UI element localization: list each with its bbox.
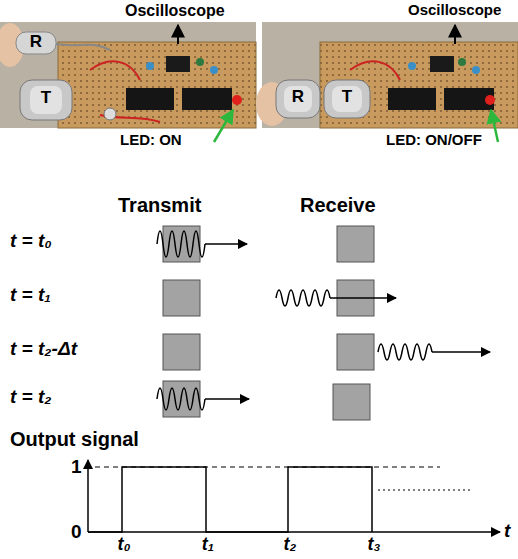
level-value: 0 — [71, 522, 82, 543]
axis-title: Output signal — [10, 428, 139, 450]
tick-label: t₂ — [284, 535, 297, 555]
sensor-letter: T — [342, 88, 352, 107]
output-lead — [177, 25, 179, 44]
sound-wave — [157, 231, 432, 410]
time-label: t = t₂ — [10, 387, 52, 408]
tick-label: t₃ — [368, 535, 381, 555]
led-pointer — [214, 110, 233, 142]
axis-label: t — [504, 521, 510, 542]
propagation-arrow — [205, 244, 490, 399]
indicator-label: LED: ON — [120, 132, 182, 149]
photo-left — [0, 22, 256, 128]
column-heading: Transmit — [118, 194, 201, 216]
sensor-letter: R — [292, 88, 304, 107]
photo-right — [256, 22, 518, 128]
tick-label: t₀ — [117, 535, 130, 555]
column-heading: Receive — [300, 194, 376, 216]
time-label: t = t₁ — [10, 285, 51, 306]
time-label: t = t₀ — [10, 231, 52, 252]
indicator-label: LED: ON/OFF — [386, 132, 482, 149]
sensor-letter: R — [30, 33, 42, 52]
sensor-letter: T — [41, 89, 51, 108]
output-plot — [88, 460, 500, 532]
level-value: 1 — [71, 457, 82, 478]
device-label: Oscilloscope — [125, 2, 225, 20]
tick-label: t₁ — [202, 535, 214, 555]
time-label: t = t₂-Δt — [10, 339, 77, 360]
output-lead — [454, 25, 456, 44]
led-pointer — [491, 110, 498, 142]
device-label: Oscilloscope — [408, 2, 501, 19]
